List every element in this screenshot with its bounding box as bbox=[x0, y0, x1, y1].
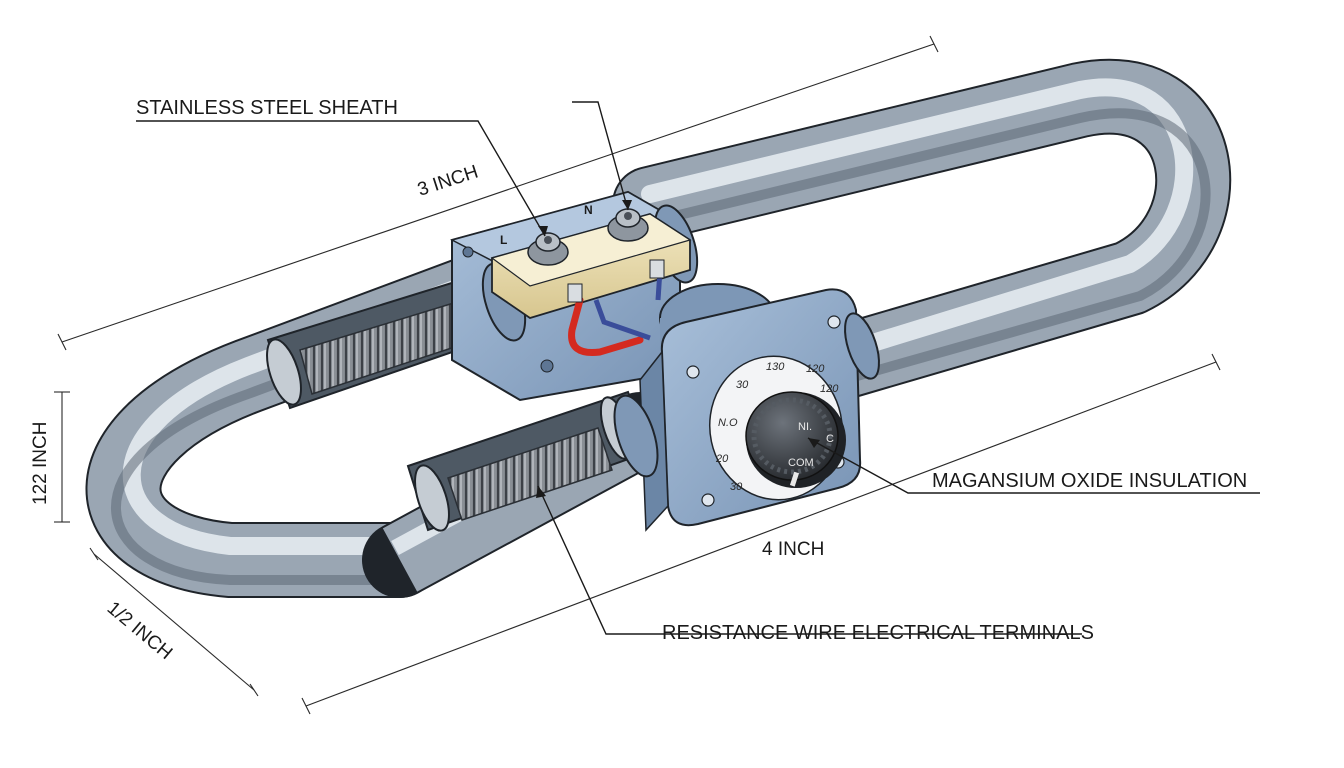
dial-mark-no: N.O bbox=[718, 417, 738, 429]
screw-icon bbox=[827, 315, 841, 329]
terminal-label-l: L bbox=[500, 233, 507, 247]
knob-c: C bbox=[826, 433, 834, 445]
label-resistance-wire-terminals: RESISTANCE WIRE ELECTRICAL TERMINALS bbox=[662, 622, 1094, 644]
screw-icon bbox=[686, 365, 700, 379]
knob-pointer bbox=[789, 471, 800, 487]
terminal-screw-left bbox=[527, 232, 569, 266]
knob-label: NI. bbox=[798, 421, 812, 433]
dial-mark-120-top: 120 bbox=[806, 363, 825, 375]
dim-label-3-inch: 3 INCH bbox=[415, 162, 481, 201]
dial-mark-20: 20 bbox=[715, 453, 729, 465]
lower-resistance-coil bbox=[447, 427, 613, 521]
dim-label-122-inch: 122 INCH bbox=[30, 422, 51, 505]
red-wire bbox=[568, 296, 644, 357]
dim-label-half-inch: 1/2 INCH bbox=[103, 598, 176, 664]
thermostat: 30 130 120 120 N.O 20 30 NI. COM C bbox=[613, 283, 880, 532]
dial-mark-130: 130 bbox=[766, 361, 785, 373]
terminal-block: L N bbox=[490, 203, 692, 357]
dial-mark-30b: 30 bbox=[730, 481, 743, 493]
label-stainless-steel-sheath: STAINLESS STEEL SHEATH bbox=[136, 97, 398, 119]
tube-shadow bbox=[111, 108, 1211, 585]
blue-wire bbox=[593, 299, 651, 341]
thermostat-knob[interactable]: NI. COM C bbox=[745, 391, 846, 488]
dimension-122-inch: 122 INCH bbox=[30, 391, 70, 523]
dial-mark-30: 30 bbox=[736, 379, 749, 391]
dim-label-4-inch: 4 INCH bbox=[762, 539, 824, 560]
knob-com: COM bbox=[788, 457, 814, 469]
screw-icon bbox=[701, 493, 715, 507]
callout-sheath: STAINLESS STEEL SHEATH bbox=[136, 97, 632, 237]
callout-resistance: RESISTANCE WIRE ELECTRICAL TERMINALS bbox=[536, 485, 1094, 644]
dimension-4-inch: 4 INCH bbox=[301, 353, 1221, 715]
callout-insulation: MAGANSIUM OXIDE INSULATION bbox=[807, 437, 1260, 494]
terminal-screw-right bbox=[607, 208, 649, 242]
dial-mark-120: 120 bbox=[820, 383, 839, 395]
terminal-label-n: N bbox=[584, 203, 593, 217]
label-magnesium-oxide-insulation: MAGANSIUM OXIDE INSULATION bbox=[932, 470, 1247, 492]
